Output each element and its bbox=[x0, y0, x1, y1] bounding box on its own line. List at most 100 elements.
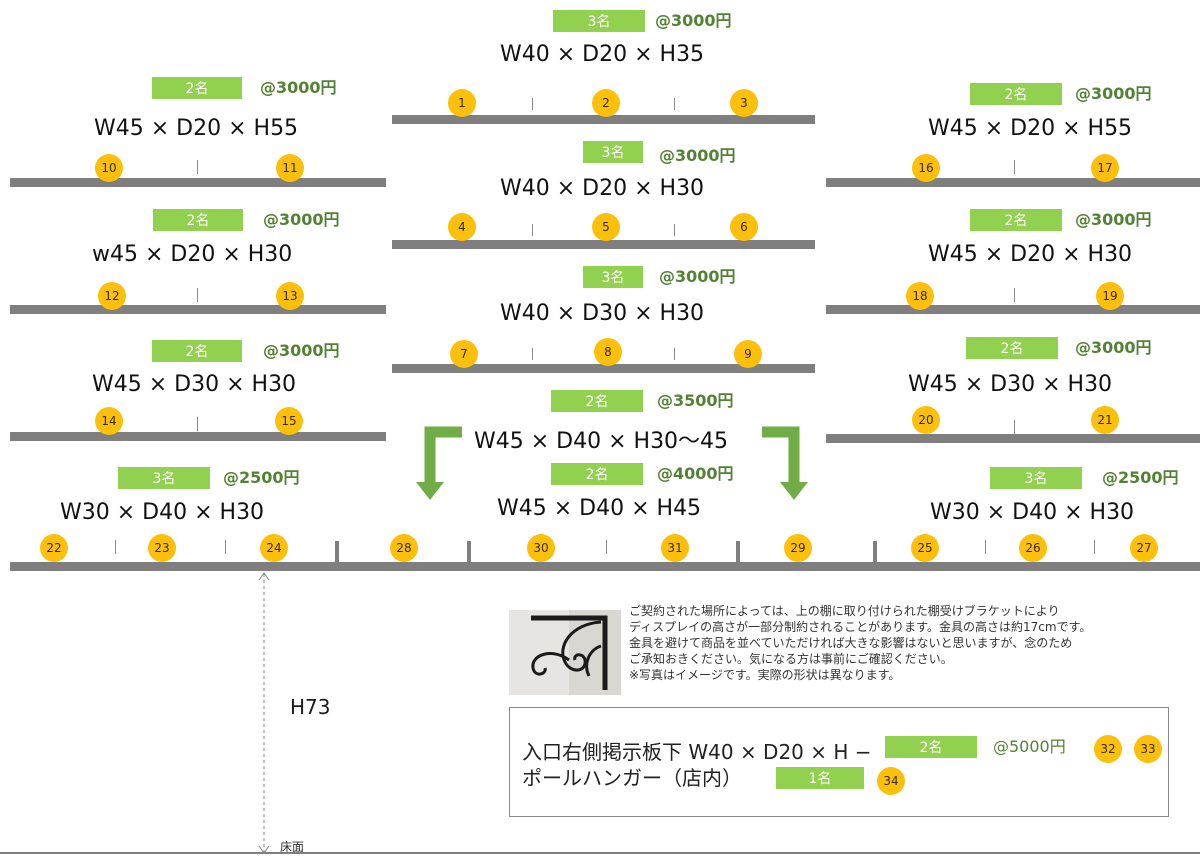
note-line: ※写真はイメージです。実際の形状は異なります。 bbox=[629, 668, 901, 682]
shelf-size-label: W45 × D30 × H30 bbox=[92, 372, 297, 397]
price-label: @2500円 bbox=[1102, 468, 1179, 487]
capacity-label: 2名 bbox=[970, 209, 1062, 231]
capacity-label: 2名 bbox=[885, 736, 977, 758]
shelf-size-label: W45 × D20 × H55 bbox=[928, 116, 1133, 141]
extra-line-1: 入口右側掲示板下 W40 × D20 × H − bbox=[522, 740, 872, 764]
spot-badge[interactable]: 32 bbox=[1094, 735, 1122, 763]
spot-badge[interactable]: 12 bbox=[98, 282, 126, 310]
spot-badge[interactable]: 19 bbox=[1096, 282, 1124, 310]
spot-divider bbox=[606, 540, 607, 554]
capacity-label: 3名 bbox=[118, 467, 210, 489]
capacity-label: 3名 bbox=[583, 141, 643, 163]
spot-badge[interactable]: 24 bbox=[260, 534, 288, 562]
shelf-size-label: W45 × D20 × H55 bbox=[94, 116, 299, 141]
shelf-size-label: W40 × D20 × H35 bbox=[500, 42, 705, 67]
price-label: @3000円 bbox=[655, 11, 732, 30]
section-divider bbox=[873, 541, 877, 562]
section-divider bbox=[335, 541, 339, 562]
price-label: @2500円 bbox=[223, 468, 300, 487]
price-label: @3000円 bbox=[659, 146, 736, 165]
spot-badge[interactable]: 15 bbox=[275, 407, 303, 435]
shelf-board bbox=[10, 305, 386, 314]
price-label: @3000円 bbox=[260, 78, 337, 97]
capacity-label: 2名 bbox=[153, 209, 243, 231]
shelf-size-label: W30 × D40 × H30 bbox=[60, 500, 265, 525]
spot-badge[interactable]: 13 bbox=[276, 282, 304, 310]
spot-divider bbox=[674, 348, 675, 360]
spot-divider bbox=[225, 540, 226, 554]
spot-divider bbox=[1014, 420, 1015, 434]
note-line: ご契約された場所によっては、上の棚に取り付けられた棚受けブラケットにより bbox=[629, 604, 1060, 618]
spot-badge[interactable]: 23 bbox=[148, 534, 176, 562]
spot-badge[interactable]: 3 bbox=[730, 89, 758, 117]
spot-divider bbox=[197, 417, 198, 431]
spot-badge[interactable]: 22 bbox=[40, 534, 68, 562]
extra-spots-box bbox=[509, 707, 1169, 817]
spot-badge[interactable]: 21 bbox=[1091, 406, 1119, 434]
capacity-label: 2名 bbox=[966, 337, 1058, 359]
spot-badge[interactable]: 26 bbox=[1019, 534, 1047, 562]
price-label: @3000円 bbox=[263, 341, 340, 360]
spot-divider bbox=[1014, 288, 1015, 302]
spot-badge[interactable]: 2 bbox=[592, 89, 620, 117]
shelf-size-label: W45 × D40 × H45 bbox=[497, 496, 702, 521]
shelf-board bbox=[10, 432, 386, 441]
spot-badge[interactable]: 16 bbox=[912, 154, 940, 182]
shelf-size-label: w45 × D20 × H30 bbox=[92, 242, 293, 267]
spot-divider bbox=[674, 98, 675, 110]
shelf-board bbox=[392, 240, 815, 249]
price-label: @3000円 bbox=[659, 267, 736, 286]
capacity-label: 2名 bbox=[551, 463, 643, 485]
spot-divider bbox=[985, 540, 986, 554]
spot-badge[interactable]: 4 bbox=[448, 213, 476, 241]
capacity-label: 2名 bbox=[551, 390, 643, 412]
spot-badge[interactable]: 17 bbox=[1091, 154, 1119, 182]
spot-badge[interactable]: 14 bbox=[95, 407, 123, 435]
spot-badge[interactable]: 33 bbox=[1134, 735, 1162, 763]
spot-badge[interactable]: 28 bbox=[390, 534, 418, 562]
shelf-board bbox=[392, 115, 815, 124]
spot-badge[interactable]: 11 bbox=[276, 154, 304, 182]
bottom-shelf-board bbox=[10, 562, 1200, 571]
spot-badge[interactable]: 31 bbox=[661, 534, 689, 562]
spot-divider bbox=[532, 224, 533, 236]
spot-divider bbox=[1014, 160, 1015, 174]
shelf-size-label: W40 × D20 × H30 bbox=[500, 176, 705, 201]
floor-line bbox=[0, 852, 1200, 854]
spot-badge[interactable]: 20 bbox=[912, 406, 940, 434]
price-label: @3500円 bbox=[657, 391, 734, 410]
spot-badge[interactable]: 1 bbox=[448, 89, 476, 117]
note-line: ご承知おきください。気になる方は事前にご確認ください。 bbox=[629, 652, 953, 666]
shelf-board bbox=[826, 434, 1200, 443]
spot-badge[interactable]: 6 bbox=[730, 213, 758, 241]
spot-badge[interactable]: 9 bbox=[734, 340, 762, 368]
spot-badge[interactable]: 30 bbox=[527, 534, 555, 562]
shelf-size-label: W30 × D40 × H30 bbox=[930, 500, 1135, 525]
shelf-board bbox=[826, 305, 1200, 314]
spot-divider bbox=[1094, 540, 1095, 554]
capacity-label: 3名 bbox=[990, 467, 1082, 489]
bracket-note: ご契約された場所によっては、上の棚に取り付けられた棚受けブラケットにより ディス… bbox=[629, 603, 1195, 683]
capacity-label: 2名 bbox=[970, 83, 1062, 105]
spot-divider bbox=[197, 160, 198, 174]
spot-badge[interactable]: 10 bbox=[95, 154, 123, 182]
spot-divider bbox=[197, 288, 198, 302]
shelf-size-label: W45 × D40 × H30〜45 bbox=[474, 429, 729, 454]
section-divider bbox=[736, 541, 740, 562]
floor-label: 床面 bbox=[280, 840, 305, 854]
spot-badge[interactable]: 18 bbox=[906, 282, 934, 310]
spot-badge[interactable]: 7 bbox=[450, 340, 478, 368]
spot-badge[interactable]: 5 bbox=[592, 213, 620, 241]
spot-badge[interactable]: 25 bbox=[911, 534, 939, 562]
spot-badge[interactable]: 34 bbox=[877, 767, 905, 795]
spot-badge[interactable]: 8 bbox=[594, 338, 622, 366]
spot-badge[interactable]: 29 bbox=[784, 534, 812, 562]
section-divider bbox=[467, 541, 471, 562]
shelf-board bbox=[826, 178, 1200, 187]
spot-divider bbox=[532, 98, 533, 110]
note-line: ディスプレイの高さが一部分制約されることがあります。金具の高さは約17cmです。 bbox=[629, 620, 1092, 634]
bracket-photo bbox=[509, 610, 621, 695]
spot-badge[interactable]: 27 bbox=[1130, 534, 1158, 562]
capacity-label: 2名 bbox=[152, 340, 242, 362]
